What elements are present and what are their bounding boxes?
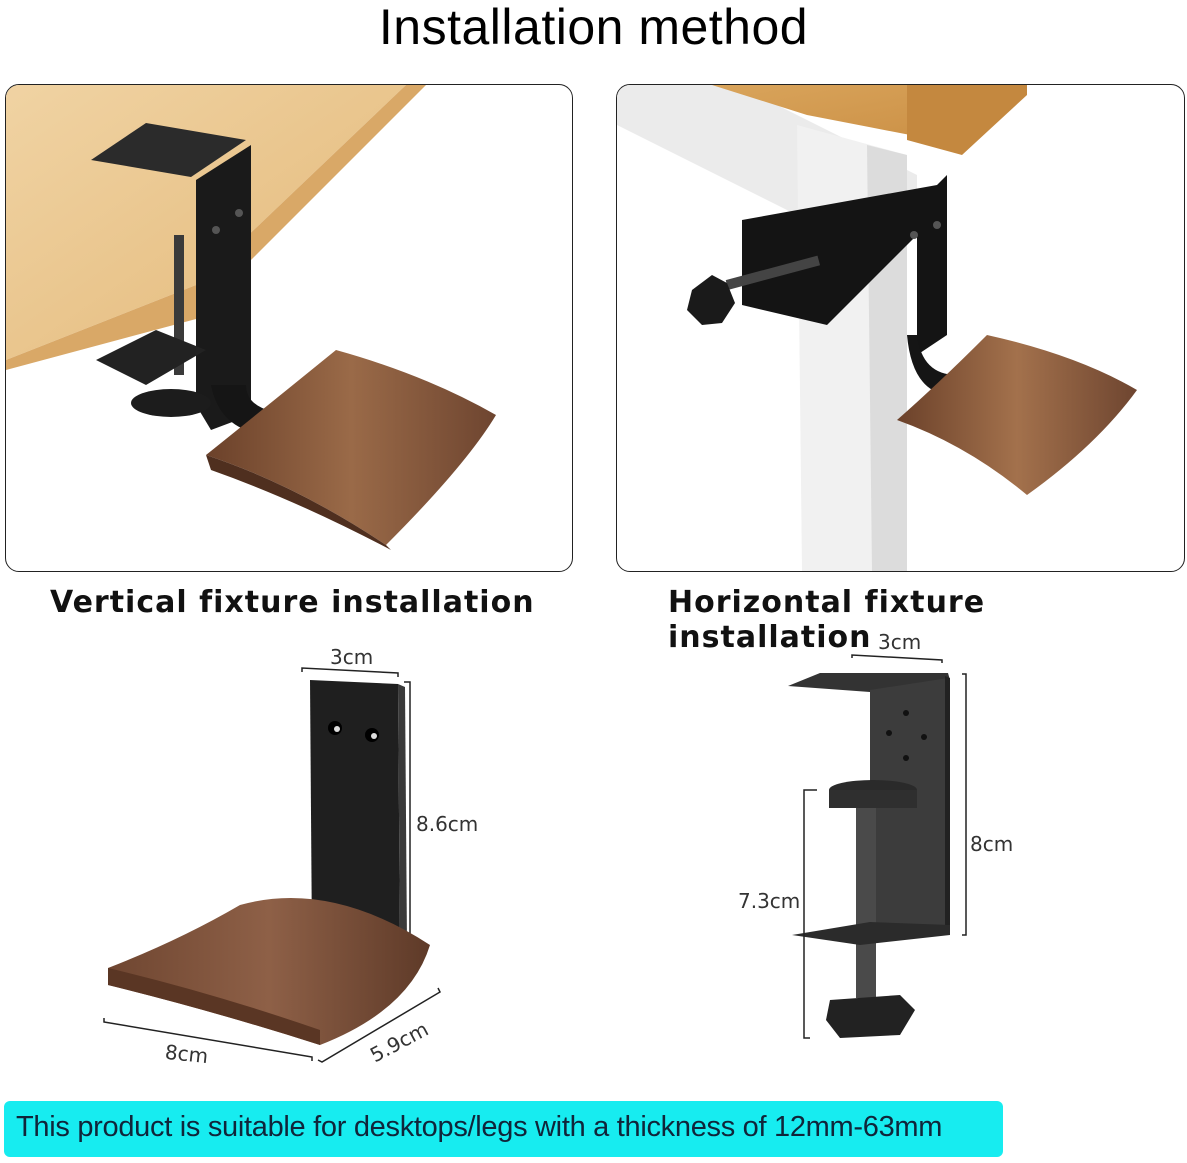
thickness-note-banner: This product is suitable for desktops/le… — [4, 1101, 1003, 1157]
photo-vertical-installation — [5, 84, 573, 572]
clamp-height-label: 8cm — [970, 832, 1014, 856]
clamp-width-label: 3cm — [878, 630, 922, 654]
hanger-base-length-label: 8cm — [163, 1039, 210, 1069]
caption-horizontal-installation: Horizontal fixture installation — [668, 585, 986, 655]
thickness-note-text: This product is suitable for desktops/le… — [16, 1111, 943, 1143]
caption-vertical-installation: Vertical fixture installation — [50, 585, 535, 620]
hanger-width-label: 3cm — [330, 645, 374, 669]
clamp-opening-label: 7.3cm — [738, 889, 801, 913]
vertical-installation-illustration — [6, 85, 496, 550]
hanger-base-depth-label: 5.9cm — [366, 1016, 433, 1068]
page-title: Installation method — [378, 0, 809, 55]
horizontal-installation-illustration — [617, 85, 1137, 571]
hanger-height-label: 8.6cm — [416, 812, 479, 836]
photo-horizontal-installation — [616, 84, 1185, 572]
